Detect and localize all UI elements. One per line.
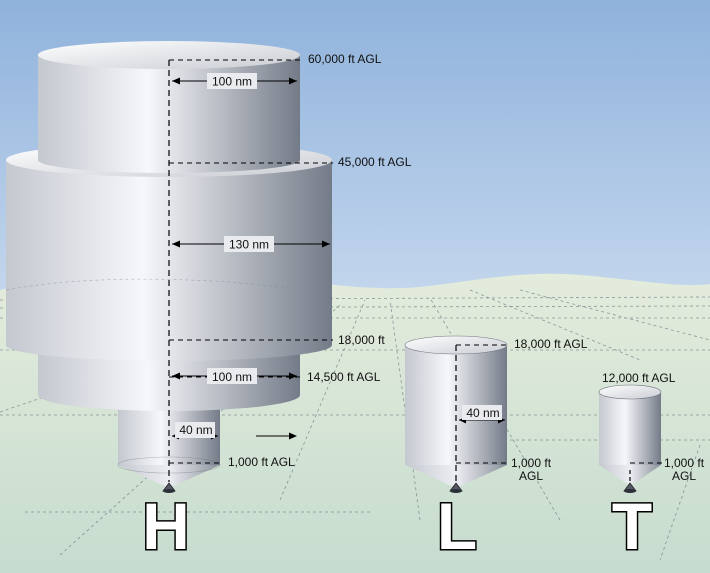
l-radius-label: 40 nm [466, 406, 499, 420]
h-altitude-18000: 18,000 ft [338, 333, 385, 347]
l-altitude-1000: 1,000 ft [511, 456, 552, 470]
h-radius-label-mid: 100 nm [212, 370, 252, 384]
h-altitude-1000: 1,000 ft AGL [228, 455, 295, 469]
h-class-letter: H [142, 489, 190, 563]
l-altitude-18000: 18,000 ft AGL [514, 337, 588, 351]
l-class-letter: L [437, 489, 477, 563]
l-service-volume: 40 nm 18,000 ft AGL 1,000 ft AGL L [404, 335, 588, 565]
h-navaid-icon [162, 482, 176, 493]
h-service-volume: 100 nm 130 nm 100 nm 40 nm 60,000 ft AGL… [5, 41, 412, 565]
ground-grid [0, 289, 710, 561]
t-navaid-icon [623, 482, 637, 493]
l-navaid-icon [449, 482, 463, 493]
t-service-volume: 12,000 ft AGL 1,000 ft AGL T [598, 371, 705, 565]
l-altitude-agl: AGL [519, 469, 543, 483]
t-class-letter: T [612, 489, 652, 563]
h-altitude-14500: 14,500 ft AGL [307, 370, 381, 384]
t-altitude-agl: AGL [672, 469, 696, 483]
h-radius-label-wide: 130 nm [229, 238, 269, 252]
h-altitude-60000: 60,000 ft AGL [308, 52, 382, 66]
h-radius-label-top: 100 nm [212, 75, 252, 89]
h-altitude-45000: 45,000 ft AGL [338, 155, 412, 169]
h-radius-label-low: 40 nm [179, 423, 212, 437]
t-altitude-1000: 1,000 ft [664, 456, 705, 470]
t-altitude-12000: 12,000 ft AGL [602, 371, 676, 385]
